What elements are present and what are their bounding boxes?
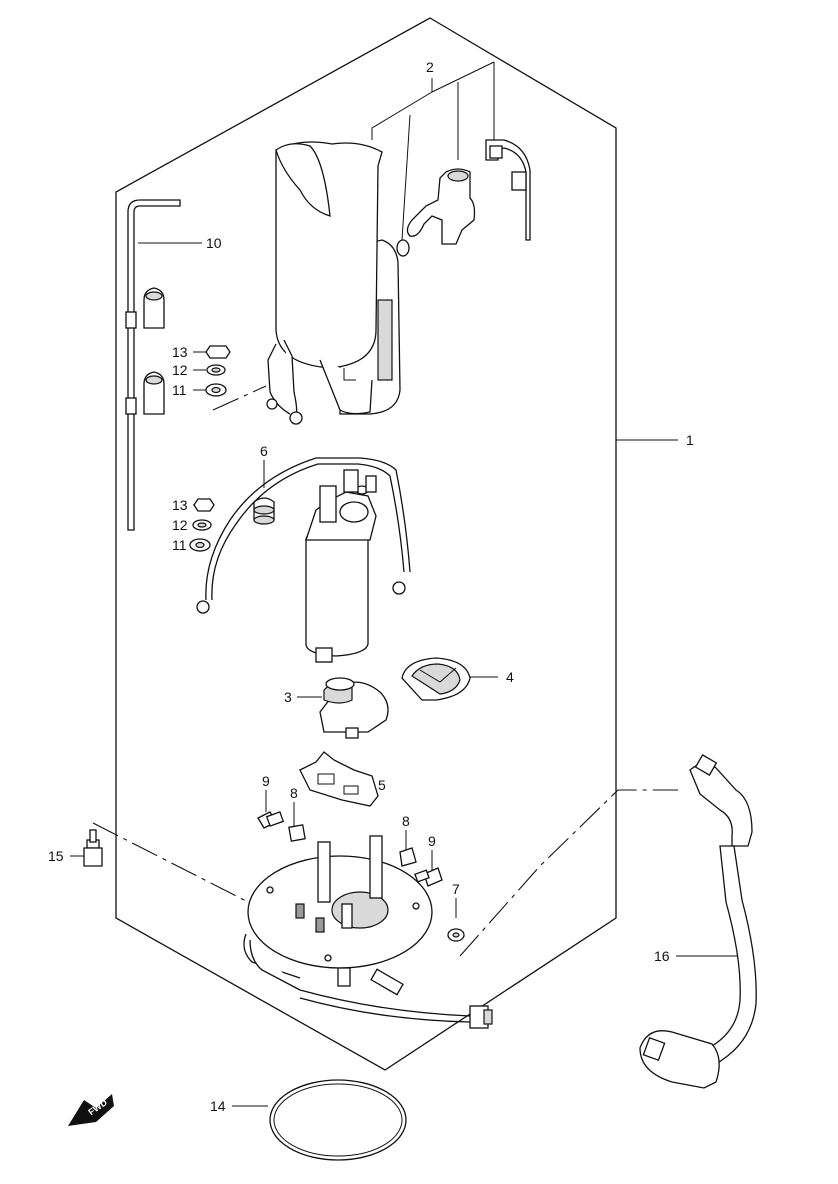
callout-15: 15 [48,848,64,864]
bolt-part-15 [83,829,103,867]
callout-12b: 12 [172,517,188,533]
filter-screen-part-4 [401,657,471,701]
callout-6: 6 [260,443,268,459]
hardware-set-lower [189,498,215,552]
callout-2: 2 [426,59,434,75]
assembly-boundary [115,17,617,1071]
screw-and-plate-set [257,811,443,887]
callouts: 1 2 3 4 5 6 7 8 8 9 9 10 11 12 13 11 12 … [48,59,694,1114]
callout-1: 1 [686,432,694,448]
base-plate-assembly [243,835,493,1029]
callout-11a: 11 [172,382,187,398]
callout-8a: 8 [290,785,298,801]
fuel-pump-assembly [196,457,411,663]
filter-housing [266,141,401,425]
callout-16: 16 [654,948,670,964]
callout-8b: 8 [402,813,410,829]
tube-clip-upper [125,287,165,329]
pressure-regulator-part-2 [396,139,531,257]
callout-3: 3 [284,689,292,705]
fuel-hose-part-16 [639,754,757,1089]
callout-7: 7 [452,881,460,897]
callout-11b: 11 [172,537,187,553]
forward-arrow-icon: FWD [68,1094,114,1126]
large-o-ring-part-14 [269,1079,407,1161]
callout-14: 14 [210,1098,226,1114]
small-o-ring-part-7 [447,928,465,942]
large-o-ring-inner [273,1083,403,1157]
callout-12a: 12 [172,362,188,378]
callout-9a: 9 [262,773,270,789]
hardware-set-upper [205,345,231,397]
pump-holder-part-3 [319,677,389,739]
alignment-lines [92,385,678,957]
callout-4: 4 [506,669,514,685]
vent-tube-part-10 [125,199,181,531]
callout-5: 5 [378,777,386,793]
callout-13b: 13 [172,497,188,513]
callout-10: 10 [206,235,222,251]
callout-13a: 13 [172,344,188,360]
bracket-part-5 [299,751,379,807]
tube-clip-lower [125,371,165,415]
callout-9b: 9 [428,833,436,849]
